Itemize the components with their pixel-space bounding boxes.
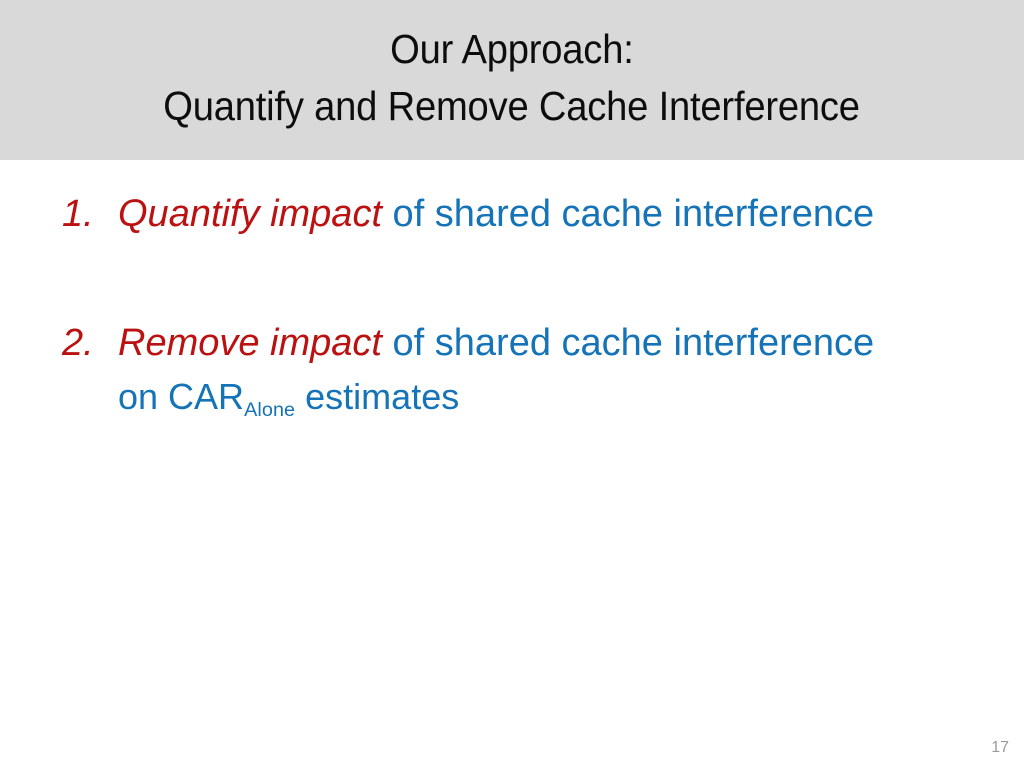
slide-body: 1. Quantify impact of shared cache inter… [0,160,1024,768]
list-item-emphasis: Quantify impact [118,193,382,235]
slide-title-line-1: Our Approach: [390,26,634,72]
list-item-continuation: on CARAlone estimates [118,372,459,428]
page-number: 17 [991,739,1009,756]
list-item-rest: of shared cache interference [382,193,875,235]
list-item-emphasis: Remove impact [118,322,382,364]
list-item-text: Remove impact of shared cache interferen… [118,317,998,369]
continuation-prefix: on CAR [118,376,245,417]
continuation-suffix: estimates [295,376,460,417]
slide-title-band: Our Approach: Quantify and Remove Cache … [0,0,1024,160]
slide-title-line-2: Quantify and Remove Cache Interference [163,83,861,129]
list-item-number: 2. [62,322,94,364]
list-item-rest: of shared cache interference [381,322,875,364]
list-item-text: Quantify impact of shared cache interfer… [118,188,998,240]
continuation-subscript: Alone [244,398,296,421]
list-item-number: 1. [62,193,94,235]
